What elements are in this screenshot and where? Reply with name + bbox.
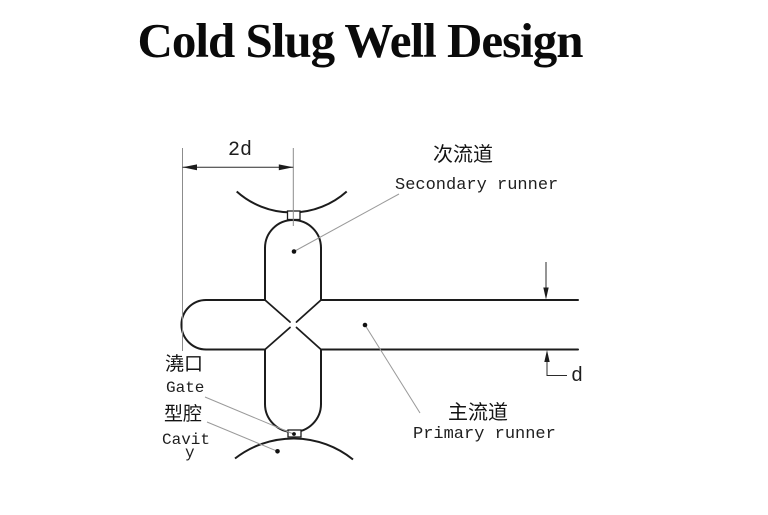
gate-label-cn: 澆口 (165, 354, 204, 375)
leader-dot-primary-runner (362, 322, 368, 328)
leader-dot-cavity (275, 449, 280, 454)
primary-runner-label-cn: 主流道 (448, 402, 508, 424)
sprue-nozzle-arc (236, 190, 348, 214)
arrowhead-right-icon (278, 164, 294, 171)
cavity-label-en-line1: Cavit (162, 431, 211, 449)
arrowhead-down-icon (543, 287, 549, 300)
cavity-label-en-line2: y (185, 444, 195, 462)
dimension-label-d: d (571, 365, 584, 388)
arrowhead-left-icon (182, 164, 197, 171)
leader-dot-secondary-runner (291, 249, 297, 254)
gate-label-en: Gate (166, 379, 205, 397)
cavity-label-cn: 型腔 (164, 404, 203, 425)
cavity-label-en: Cavit y (162, 431, 211, 462)
cavity-wall-arc (234, 437, 354, 461)
leader-cavity (206, 421, 280, 454)
dimension-d (543, 262, 567, 376)
leader-secondary-runner (291, 193, 400, 254)
dimension-label-2d: 2d (227, 139, 252, 162)
leader-dot-gate (292, 432, 296, 436)
page-title: Cold Slug Well Design (137, 13, 583, 68)
primary-runner-label-en: Primary runner (413, 425, 556, 444)
secondary-runner-label-en: Secondary runner (395, 176, 559, 195)
dimension-2d (182, 148, 294, 351)
intersection-blend-lines (264, 299, 322, 351)
primary-runner-outline (180, 299, 579, 351)
leader-gate (204, 396, 296, 436)
arrow-tail-bottom (546, 361, 567, 376)
arrowhead-up-icon (544, 350, 550, 362)
secondary-runner-label-cn: 次流道 (433, 144, 493, 166)
leader-primary-runner (362, 322, 421, 414)
